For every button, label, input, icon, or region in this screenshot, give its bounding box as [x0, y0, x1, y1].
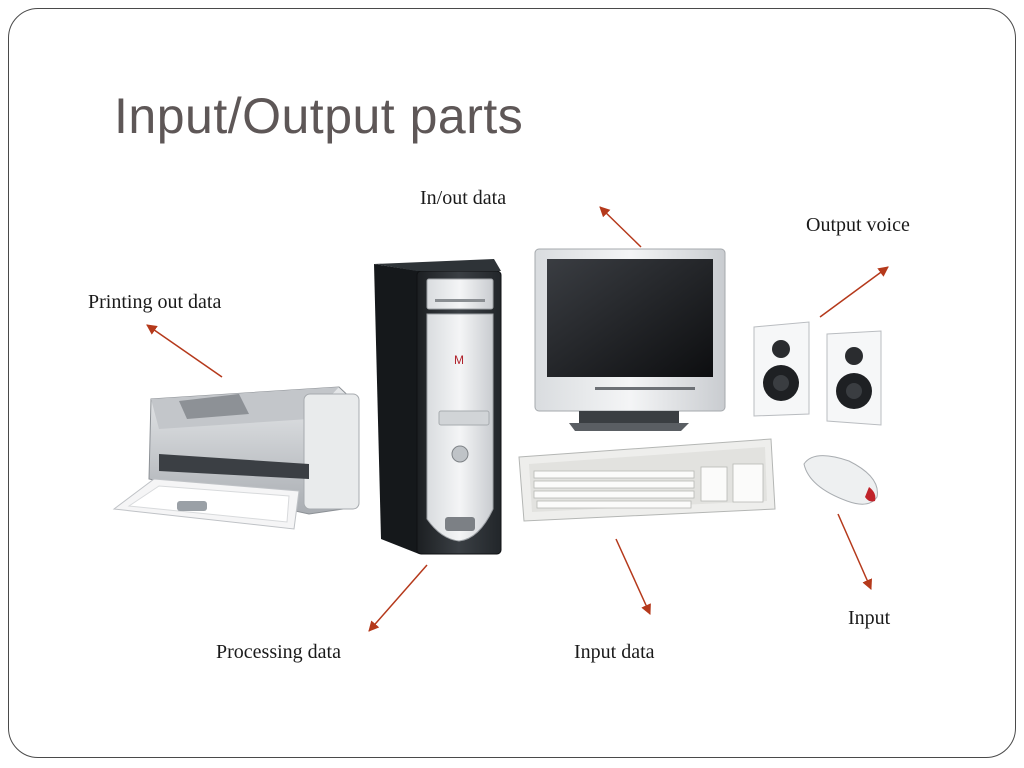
arrow-input [837, 513, 872, 590]
arrow-input-data [615, 538, 651, 615]
monitor-illustration [534, 248, 726, 431]
arrows [146, 206, 889, 632]
arrow-output-voice [819, 266, 889, 318]
arrow-in-out-data [599, 206, 642, 248]
diagram-canvas: M [112, 206, 889, 632]
arrow-printing-out-data [146, 324, 223, 378]
arrow-processing-data [368, 564, 428, 632]
slide-title: Input/Output parts [114, 88, 524, 144]
label-printing-out-data: Printing out data [88, 291, 222, 313]
label-in-out-data: In/out data [420, 187, 507, 209]
svg-text:M: M [454, 353, 464, 367]
label-input-data: Input data [574, 641, 655, 663]
mouse-illustration [803, 455, 878, 505]
tower-pc-illustration: M [374, 259, 502, 555]
label-output-voice: Output voice [806, 214, 910, 236]
slide: Input/Output parts [8, 8, 1016, 758]
label-input: Input [848, 607, 891, 629]
speakers-illustration [753, 321, 882, 426]
label-processing-data: Processing data [216, 641, 341, 663]
printer-illustration [112, 386, 360, 530]
keyboard-illustration [518, 438, 776, 522]
